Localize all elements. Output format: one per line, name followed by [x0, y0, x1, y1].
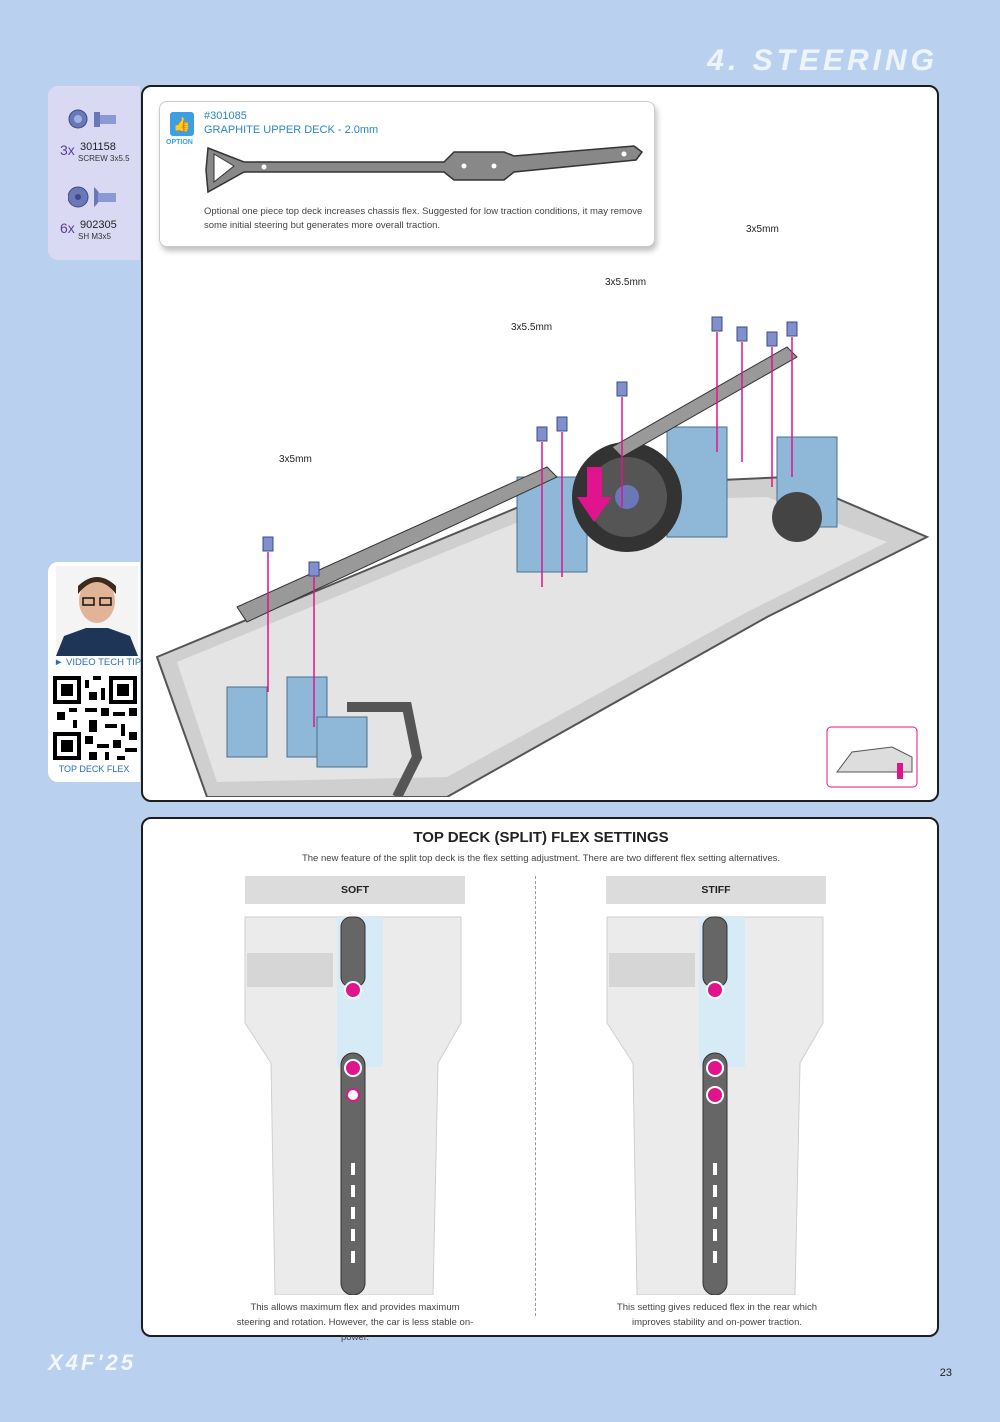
assembly-panel: 👍 OPTION #301085 GRAPHITE UPPER DECK - 2…: [141, 85, 939, 802]
parts-sidebar: 3x 301158 SCREW 3x5.5 6x 902305 SH M3x5: [48, 86, 140, 260]
measurement-label: 3x5mm: [279, 454, 312, 465]
upper-deck-illustration: [205, 145, 644, 194]
soft-header: SOFT: [245, 876, 465, 904]
stiff-chassis-diagram: [606, 916, 824, 1295]
flex-settings-title: TOP DECK (SPLIT) FLEX SETTINGS: [413, 829, 669, 846]
part-number: 301158: [80, 141, 116, 153]
option-part-name: GRAPHITE UPPER DECK - 2.0mm: [204, 124, 379, 136]
stiff-header: STIFF: [606, 876, 826, 904]
part-qty: 6x: [60, 220, 75, 236]
option-badge-label: OPTION: [166, 139, 193, 146]
soft-caption: This allows maximum flex and provides ma…: [236, 1302, 474, 1343]
video-tech-tip-text: VIDEO TECH TIP: [66, 657, 142, 668]
part-desc: SH M3x5: [78, 232, 111, 241]
screw-icon: [68, 186, 116, 208]
soft-chassis-diagram: [244, 916, 462, 1295]
part-qty: 3x: [60, 142, 75, 158]
brand-logo: X4F'25: [48, 1350, 137, 1375]
page-number: 23: [939, 1367, 952, 1379]
video-tech-tip-label: ► VIDEO TECH TIP: [54, 657, 141, 668]
measurement-label: 3x5.5mm: [605, 277, 647, 288]
play-icon: ►: [54, 657, 64, 668]
flex-settings-panel: TOP DECK (SPLIT) FLEX SETTINGS The new f…: [141, 817, 939, 1343]
screw-icon: [68, 109, 116, 129]
part-number: 902305: [80, 219, 117, 231]
option-box: 👍 OPTION #301085 GRAPHITE UPPER DECK - 2…: [159, 101, 655, 247]
presenter-photo: [56, 566, 138, 656]
measurement-label: 3x5.5mm: [511, 322, 553, 333]
qr-code[interactable]: [52, 676, 138, 760]
tech-tip-caption: TOP DECK FLEX: [58, 764, 130, 774]
video-tech-tip-card[interactable]: ► VIDEO TECH TIP TOP DECK FLEX: [48, 562, 141, 782]
option-part-number: #301085: [204, 110, 247, 122]
option-description: Optional one piece top deck increases ch…: [204, 206, 643, 231]
section-title: 4. STEERING: [707, 44, 938, 77]
thumbs-up-icon: 👍: [170, 112, 194, 136]
measurement-label: 3x5mm: [746, 224, 779, 235]
stiff-caption: This setting gives reduced flex in the r…: [616, 1302, 818, 1328]
part-desc: SCREW 3x5.5: [78, 154, 130, 163]
chassis-assembly-illustration: [155, 316, 930, 797]
flex-settings-subtitle: The new feature of the split top deck is…: [301, 853, 781, 864]
column-divider: [535, 876, 536, 1316]
